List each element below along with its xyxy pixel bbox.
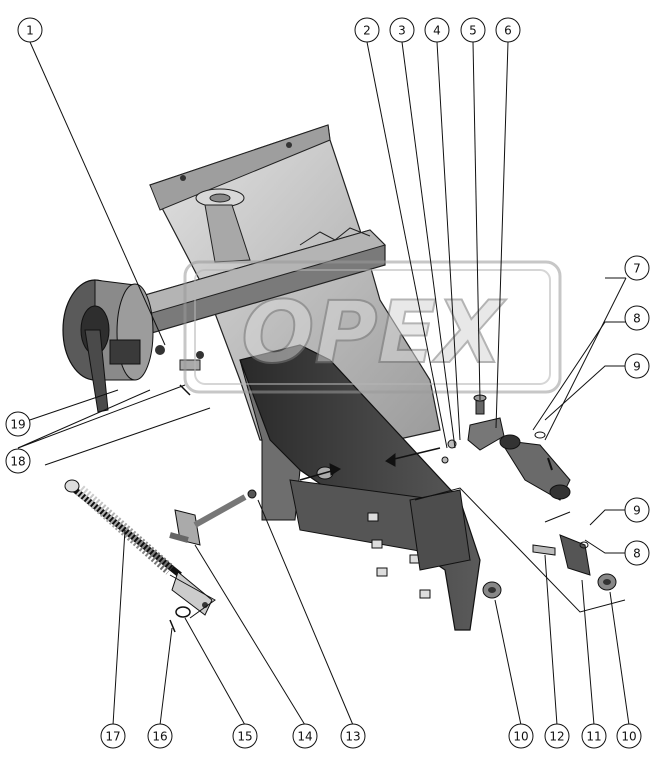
svg-text:15: 15 [237, 730, 252, 744]
svg-text:6: 6 [504, 24, 512, 38]
svg-text:18: 18 [10, 455, 25, 469]
watermark: OPEX [183, 260, 562, 394]
callout-8-lower: 8 [624, 540, 650, 566]
callouts: 1 2 3 4 5 6 7 8 9 9 8 10 10 11 12 13 14 … [5, 17, 650, 749]
pulley-drum [62, 279, 154, 381]
callout-12: 12 [544, 723, 570, 749]
hydraulic-arm [499, 431, 571, 501]
callout-5: 5 [460, 17, 486, 43]
callout-15: 15 [232, 723, 258, 749]
callout-8-top: 8 [624, 305, 650, 331]
pin-bracket [169, 489, 257, 546]
svg-text:7: 7 [633, 262, 641, 276]
spring-assembly [64, 479, 213, 616]
svg-text:17: 17 [105, 730, 120, 744]
watermark-text: OPEX [241, 283, 506, 383]
svg-text:4: 4 [433, 24, 441, 38]
callout-16: 16 [147, 723, 173, 749]
callout-10-left: 10 [508, 723, 534, 749]
svg-text:1: 1 [26, 24, 34, 38]
callout-10-right: 10 [616, 723, 642, 749]
svg-text:10: 10 [621, 730, 636, 744]
washer-pin [169, 606, 191, 633]
motion-arrows [179, 384, 441, 481]
callout-13: 13 [340, 723, 366, 749]
callout-1: 1 [17, 17, 43, 43]
svg-text:12: 12 [549, 730, 564, 744]
svg-text:9: 9 [633, 360, 641, 374]
callout-6: 6 [495, 17, 521, 43]
svg-text:19: 19 [10, 418, 25, 432]
svg-text:5: 5 [469, 24, 477, 38]
svg-text:11: 11 [586, 730, 601, 744]
svg-text:13: 13 [345, 730, 360, 744]
svg-text:10: 10 [513, 730, 528, 744]
callout-3: 3 [389, 17, 415, 43]
callout-2: 2 [354, 17, 380, 43]
callout-7: 7 [624, 255, 650, 281]
bolt-group [441, 394, 505, 464]
callout-9-lower: 9 [624, 497, 650, 523]
right-fittings [482, 534, 617, 599]
left-lever [84, 329, 204, 413]
svg-text:14: 14 [297, 730, 312, 744]
svg-text:3: 3 [398, 24, 406, 38]
svg-text:9: 9 [633, 504, 641, 518]
callout-9-top: 9 [624, 353, 650, 379]
svg-text:2: 2 [363, 24, 371, 38]
svg-text:8: 8 [633, 547, 641, 561]
callout-4: 4 [424, 17, 450, 43]
callout-14: 14 [292, 723, 318, 749]
svg-text:16: 16 [152, 730, 167, 744]
callout-17: 17 [100, 723, 126, 749]
callout-18: 18 [5, 448, 31, 474]
callout-19: 19 [5, 411, 31, 437]
callout-11: 11 [581, 723, 607, 749]
svg-text:8: 8 [633, 312, 641, 326]
lower-block [409, 489, 471, 571]
leader-lines [17, 41, 637, 726]
